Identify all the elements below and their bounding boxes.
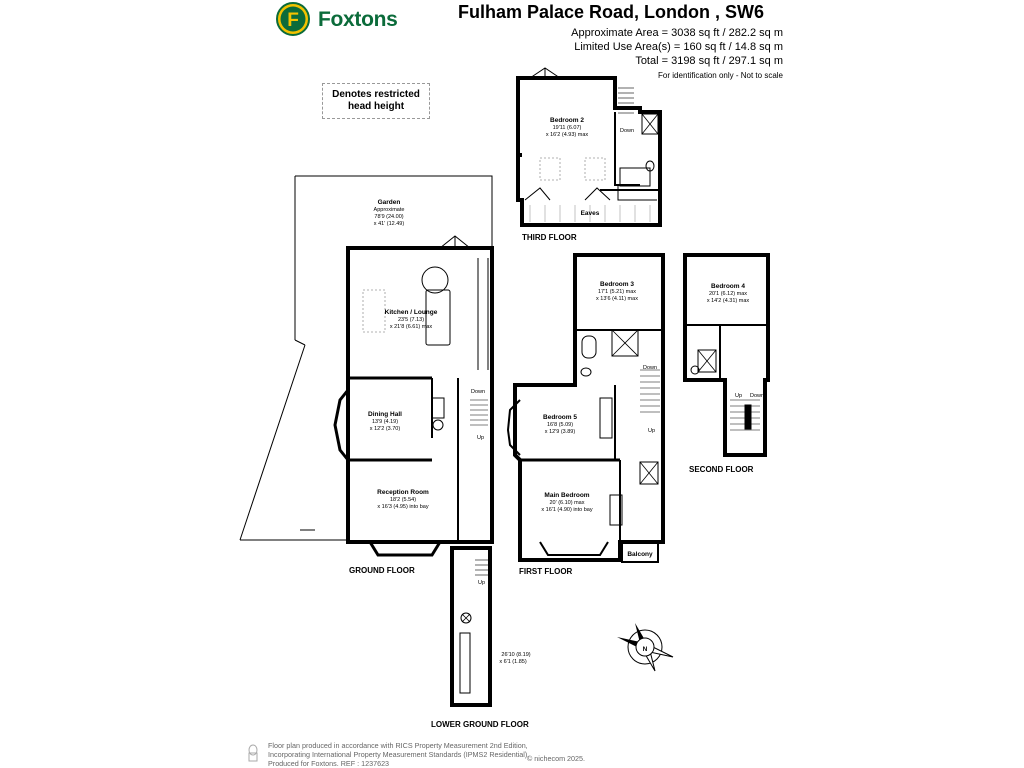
footer-line-1: Floor plan produced in accordance with R… [268,741,528,750]
reception-dim2: x 16'3 (4.95) into bay [377,504,428,510]
bedroom2-dim2: x 16'2 (4.93) max [546,132,589,138]
bedroom5-dim1: 16'8 (5.09) [547,422,573,428]
bedroom4-name: Bedroom 4 [711,283,745,290]
garden-dim1: Approximate [374,207,405,213]
first-floor-label: FIRST FLOOR [519,567,573,576]
stair-down-label: Down [471,389,485,395]
third-floor-plan [516,67,662,227]
stair-up-label: Up [477,435,484,441]
garden-dim2: 78'9 (24.00) [374,214,403,220]
second-floor-plan [683,253,770,457]
first-floor-plan [506,253,665,563]
approximate-area: Approximate Area = 3038 sq ft / 282.2 sq… [571,27,783,39]
stair-down-label: Down [750,393,764,399]
padlock-icon [246,744,260,762]
identification-note: For identification only - Not to scale [658,71,783,80]
stair-down-label: Down [643,365,657,371]
stair-up-label: Up [478,580,485,586]
main-bedroom-dim1: 20' (6.10) max [550,500,585,506]
foxtons-logo: F [276,2,310,36]
kitchen-dim1: 23'5 (7.13) [398,317,424,323]
dining-name: Dining Hall [368,411,402,418]
garden-dim3: x 41' (12.49) [374,221,405,227]
dining-dim2: x 12'2 (3.70) [370,426,401,432]
total-area: Total = 3198 sq ft / 297.1 sq m [635,55,783,67]
lower-ground-floor-plan [450,546,492,707]
brand-name: Foxtons [318,8,398,31]
compass-north-letter: N [643,646,648,653]
bedroom5-dim2: x 12'9 (3.89) [545,429,576,435]
stair-up-label: Up [648,428,655,434]
restricted-height-key: Denotes restricted head height [322,83,430,119]
footer-line-3: Produced for Foxtons. REF : 1237623 [268,759,390,768]
eaves-name: Eaves [581,210,600,217]
bedroom3-dim2: x 13'6 (4.11) max [596,296,638,302]
kitchen-name: Kitchen / Lounge [385,309,438,316]
copyright-text: © nichecom 2025. [527,754,586,763]
reception-name: Reception Room [377,489,429,496]
ground-floor-label: GROUND FLOOR [349,566,415,575]
main-bedroom-name: Main Bedroom [544,492,589,499]
bedroom3-dim1: 17'1 (5.21) max [598,289,636,295]
stair-up-label: Up [735,393,742,399]
reception-dim1: 18'2 (5.54) [390,497,416,503]
limited-use-area: Limited Use Area(s) = 160 sq ft / 14.8 s… [574,41,783,53]
bedroom4-dim2: x 14'2 (4.31) max [707,298,750,304]
footer-note: Floor plan produced in accordance with R… [268,741,598,768]
bedroom2-dim1: 19'11 (6.07) [553,125,582,131]
dining-dim1: 13'9 (4.19) [372,419,398,425]
bedroom4-dim1: 20'1 (6.12) max [709,291,747,297]
bedroom3-name: Bedroom 3 [600,281,634,288]
balcony-name: Balcony [627,551,653,558]
property-address: Fulham Palace Road, London , SW6 [458,2,765,22]
ground-floor-plan [239,175,494,557]
third-floor-label: THIRD FLOOR [522,233,577,242]
garden-name: Garden [378,199,401,206]
stair-down-label: Down [620,128,634,134]
lower-room-dim2: x 6'1 (1.85) [499,659,527,665]
logo-letter: F [287,10,299,31]
bedroom2-name: Bedroom 2 [550,117,584,124]
compass-icon: N [617,623,674,672]
bedroom5-name: Bedroom 5 [543,414,577,421]
lower-ground-floor-label: LOWER GROUND FLOOR [431,720,529,729]
footer-line-2: Incorporating International Property Mea… [268,750,530,759]
second-floor-label: SECOND FLOOR [689,465,754,474]
main-bedroom-dim2: x 16'1 (4.90) into bay [541,507,592,513]
kitchen-dim2: x 21'8 (6.61) max [390,324,433,330]
lower-room-dim1: 26'10 (8.19) [501,652,530,658]
